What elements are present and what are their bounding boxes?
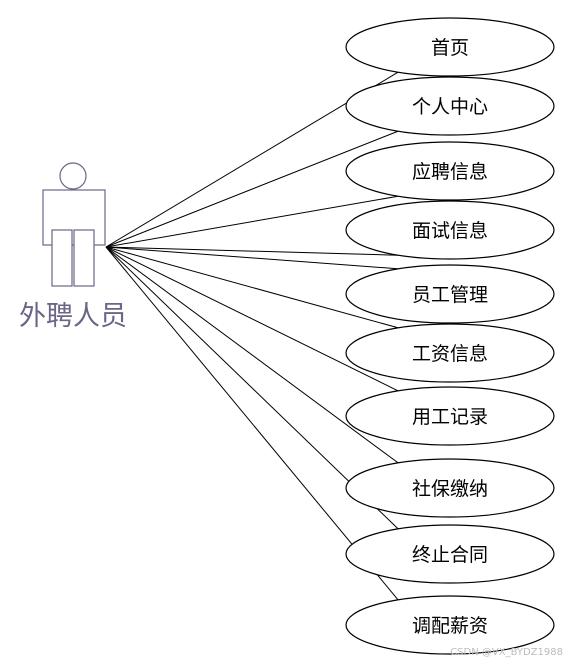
- use-case-salary-info: 工资信息: [345, 323, 555, 383]
- use-case-ellipse: [345, 524, 555, 584]
- use-case-employment-records: 用工记录: [345, 386, 555, 446]
- association-line-employee-management: [105, 246, 399, 270]
- association-line-employment-records: [105, 246, 399, 392]
- use-case-application-info: 应聘信息: [345, 141, 555, 201]
- use-case-label: 首页: [431, 37, 469, 59]
- actor-label: 外聘人员: [19, 301, 127, 332]
- use-case-personal-center: 个人中心: [345, 76, 555, 136]
- actor-right-leg: [73, 229, 95, 287]
- use-case-interview-info: 面试信息: [345, 200, 555, 260]
- use-case-ellipse: [345, 76, 555, 136]
- use-case-label: 用工记录: [412, 406, 488, 428]
- use-case-label: 工资信息: [412, 343, 488, 365]
- actor-head: [59, 162, 87, 190]
- use-case-employee-management: 员工管理: [345, 264, 555, 324]
- association-line-interview-info: [105, 246, 399, 256]
- use-case-ellipse: [345, 323, 555, 383]
- use-case-ellipse: [345, 595, 555, 655]
- use-case-salary-adjustment: 调配薪资: [345, 595, 555, 655]
- use-case-contract-termination: 终止合同: [345, 524, 555, 584]
- association-line-salary-adjustment: [105, 246, 399, 601]
- association-line-social-security: [105, 246, 399, 464]
- use-case-ellipse: [345, 17, 555, 77]
- use-case-ellipse: [345, 264, 555, 324]
- use-case-label: 员工管理: [412, 284, 488, 306]
- actor-left-leg: [51, 229, 73, 287]
- use-case-label: 调配薪资: [412, 615, 488, 637]
- use-case-ellipse: [345, 200, 555, 260]
- association-line-salary-info: [105, 246, 399, 329]
- watermark: CSDN @VX_BYDZ1988: [450, 647, 563, 658]
- use-case-home: 首页: [345, 17, 555, 77]
- association-lines: [105, 71, 399, 601]
- use-case-label: 社保缴纳: [412, 478, 488, 500]
- association-line-personal-center: [105, 130, 399, 248]
- association-line-application-info: [105, 195, 399, 248]
- use-case-ellipse: [345, 141, 555, 201]
- actor-figure: [42, 162, 106, 287]
- use-case-label: 个人中心: [412, 96, 488, 118]
- use-case-label: 终止合同: [412, 544, 488, 566]
- use-case-ellipse: [345, 458, 555, 518]
- use-case-label: 应聘信息: [412, 161, 488, 183]
- use-case-ellipse: [345, 386, 555, 446]
- use-case-social-security: 社保缴纳: [345, 458, 555, 518]
- use-case-label: 面试信息: [412, 220, 488, 242]
